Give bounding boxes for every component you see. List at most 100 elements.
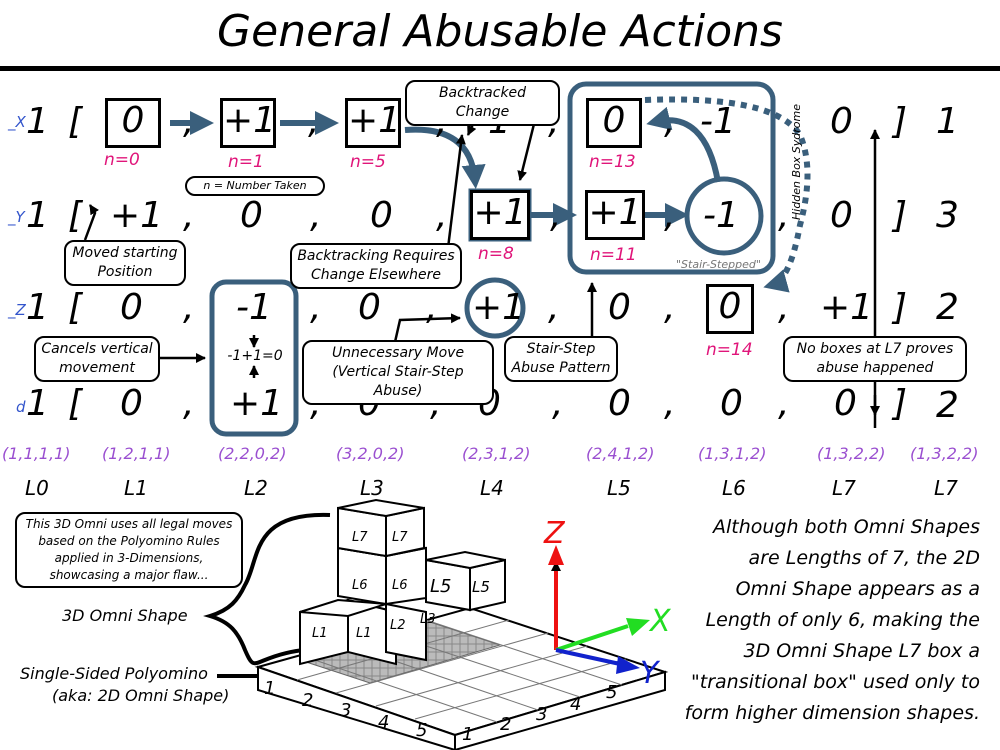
row-x-open: [ (68, 101, 83, 142)
row-label-z: _Z (8, 301, 26, 319)
grid-num-left: 5 (416, 720, 428, 741)
coord-l2: (2,2,0,2) (218, 444, 287, 463)
row-x-val-6: 0 (830, 101, 853, 142)
cube-label: L5 (430, 576, 452, 597)
callout-no-boxes: No boxes at L7 proves abuse happened (783, 336, 967, 382)
stair-step-frame (567, 81, 776, 275)
comma: , (183, 383, 195, 424)
callout-stair-step-pattern: Stair-Step Abuse Pattern (504, 336, 618, 382)
omni-brace (203, 512, 331, 666)
comma: , (778, 287, 790, 328)
note-line: Omni Shape appears as a (735, 578, 980, 600)
row-y-val-5: -1 (703, 195, 739, 236)
callout-backtracked-change: Backtracked Change (405, 80, 560, 126)
row-x-val-5: -1 (700, 101, 736, 142)
row-label-x: _X (8, 113, 26, 131)
row-z-val-6: +1 (820, 287, 874, 328)
row-y-val-2: 0 (370, 195, 393, 236)
callout-cancels-vertical: Cancels vertical movement (34, 336, 160, 382)
note-line: Although both Omni Shapes (712, 516, 980, 538)
row-y-open: [ (68, 195, 83, 236)
row-z-count: 2 (936, 287, 959, 328)
row-z-val-0: 0 (120, 287, 143, 328)
grid-num-left: 1 (264, 678, 276, 699)
cancel-frame (209, 279, 299, 437)
row-x-close: ] (893, 101, 908, 142)
n-tag: n=11 (590, 245, 637, 265)
note-line: 3D Omni Shape L7 box a (743, 640, 980, 662)
coord-l4: (2,3,1,2) (462, 444, 531, 463)
n-tag: n=8 (478, 244, 514, 264)
grid-num-left: 2 (302, 690, 314, 711)
row-label-y: _Y (8, 208, 25, 226)
comma: , (664, 383, 676, 424)
callout-backtracking-requires: Backtracking Requires Change Elsewhere (290, 243, 462, 289)
n-tag: n=13 (589, 152, 636, 172)
row-x-val-4: 0 (586, 98, 642, 148)
row-z-val-1: -1 (236, 287, 272, 328)
callout-number-taken: n = Number Taken (185, 176, 325, 196)
callout-omni-info: This 3D Omni uses all legal moves based … (15, 512, 243, 588)
note-line: "transitional box" used only to (691, 671, 980, 693)
row-x-count: 1 (936, 101, 959, 142)
omni-3d-label: 3D Omni Shape (62, 606, 188, 625)
row-d-val-0: 0 (120, 383, 143, 424)
note-line: are Lengths of 7, the 2D (748, 547, 980, 569)
coord-l6: (1,3,1,2) (698, 444, 767, 463)
grid-num-right: 5 (606, 682, 618, 703)
callout-unnecessary-move: Unnecessary Move (Vertical Stair-Step Ab… (302, 340, 494, 405)
comma: , (310, 287, 322, 328)
comma: , (308, 101, 320, 142)
comma: , (778, 383, 790, 424)
n-tag: n=5 (350, 152, 386, 172)
axes (548, 545, 650, 674)
title-underline (0, 66, 1000, 71)
row-y-val-3: +1 (470, 190, 530, 240)
comma: , (183, 287, 195, 328)
cube-label: L7 (352, 530, 368, 545)
row-y-val-4: +1 (585, 190, 645, 240)
row-z-val-2: 0 (358, 287, 381, 328)
row-x-val-1: +1 (220, 98, 276, 148)
row-d-close: ] (893, 383, 908, 424)
n-tag: n=14 (706, 340, 753, 360)
comma: , (664, 287, 676, 328)
grid-num-right: 2 (500, 714, 512, 735)
row-d-val-1: +1 (230, 383, 284, 424)
row-x-val-0: 0 (105, 98, 161, 148)
cube-label: L6 (352, 578, 368, 593)
row-d-val-5: 0 (720, 383, 743, 424)
cancel-equation: -1+1=0 (227, 348, 283, 364)
cube-label: L2 (390, 618, 406, 633)
hidden-box-label: Hidden Box Sydrome (790, 103, 803, 220)
row-d-val-4: 0 (608, 383, 631, 424)
blue-arrows (170, 96, 811, 293)
row-z-lead: 1 (26, 287, 49, 328)
row-y-val-0: +1 (110, 195, 164, 236)
cube-label: L1 (312, 626, 328, 641)
explanation-note: Although both Omni Shapes are Lengths of… (660, 512, 980, 729)
grid-num-right: 3 (536, 704, 548, 725)
comma: , (664, 101, 676, 142)
comma: , (548, 287, 560, 328)
level-l4: L4 (480, 476, 504, 500)
coord-l7a: (1,3,2,2) (817, 444, 886, 463)
row-d-count: 2 (936, 385, 959, 426)
coord-l7b: (1,3,2,2) (910, 444, 979, 463)
row-z-val-5: 0 (706, 284, 754, 334)
grid-num-right: 4 (570, 694, 582, 715)
callout-moved-start: Moved starting Position (64, 240, 186, 286)
level-l6: L6 (722, 476, 746, 500)
stair-circle (684, 176, 764, 256)
level-l1: L1 (124, 476, 148, 500)
cube-label: L5 (472, 578, 490, 596)
polyomino-label: Single-Sided Polyomino (20, 664, 208, 683)
n-tag: n=1 (228, 152, 264, 172)
row-z-close: ] (893, 287, 908, 328)
stair-stepped-label: "Stair-Stepped" (676, 258, 761, 271)
row-y-val-6: 0 (830, 195, 853, 236)
level-l5: L5 (607, 476, 631, 500)
level-l2: L2 (244, 476, 268, 500)
